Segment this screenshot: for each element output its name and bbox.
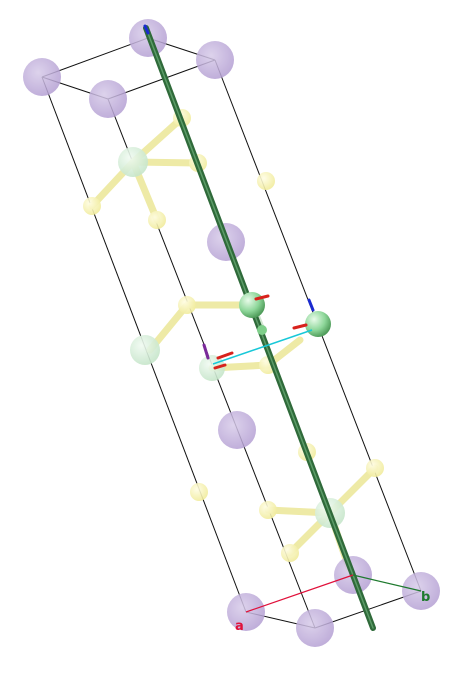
large-atoms: [23, 19, 440, 647]
selected-atom[interactable]: [239, 292, 265, 318]
selected-atom[interactable]: [257, 325, 267, 335]
arrow-purple: [202, 343, 210, 360]
small-atom[interactable]: [281, 544, 299, 562]
small-atom[interactable]: [259, 501, 277, 519]
arrow-red: [292, 323, 308, 330]
arrow-red: [213, 363, 227, 370]
axis-a-label: a: [235, 619, 244, 634]
large-atom[interactable]: [296, 609, 334, 647]
small-atom[interactable]: [178, 296, 196, 314]
small-atom[interactable]: [148, 211, 166, 229]
selected-atom[interactable]: [305, 311, 331, 337]
large-atom[interactable]: [196, 41, 234, 79]
medium-atom[interactable]: [199, 355, 225, 381]
axis-b-label: b: [421, 590, 430, 605]
medium-atom[interactable]: [118, 147, 148, 177]
small-atom[interactable]: [190, 483, 208, 501]
axis-b-line: [352, 574, 422, 592]
large-atom[interactable]: [23, 58, 61, 96]
small-atom[interactable]: [257, 172, 275, 190]
medium-atom[interactable]: [130, 335, 160, 365]
small-atom[interactable]: [83, 197, 101, 215]
selected-atoms: [239, 292, 331, 337]
large-atom[interactable]: [89, 80, 127, 118]
direction-arrows: [143, 24, 315, 370]
measure-line: [212, 329, 313, 365]
axis-a-line: [245, 574, 354, 613]
arrow-red: [254, 294, 270, 301]
arrow-blue: [143, 24, 150, 35]
unit-cell: [41, 37, 422, 629]
arrow-blue: [307, 298, 315, 312]
large-atom[interactable]: [218, 411, 256, 449]
small-atoms: [83, 109, 384, 562]
orientation-axes: a b: [235, 574, 430, 634]
small-atom[interactable]: [366, 459, 384, 477]
arrow-red: [216, 351, 234, 360]
